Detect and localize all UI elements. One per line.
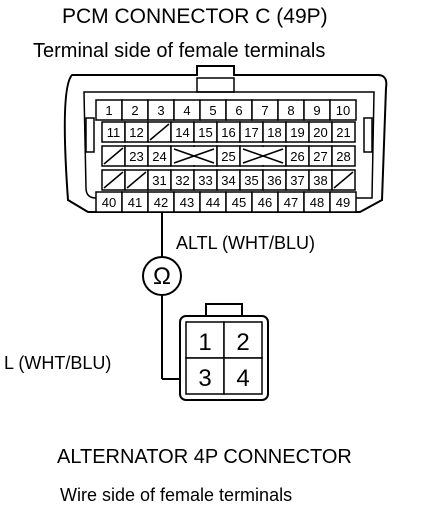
pcm-terminal-label: 37	[290, 173, 304, 188]
pcm-connector-latch	[196, 77, 235, 93]
alternator-connector-subtitle: Wire side of female terminals	[60, 485, 293, 505]
pcm-terminal-label: 46	[258, 195, 272, 210]
pcm-terminal-label: 24	[152, 149, 166, 164]
pcm-terminal-label: 18	[267, 125, 281, 140]
pcm-terminal-cell	[329, 99, 357, 121]
pcm-terminal-cell	[329, 191, 357, 213]
alternator-terminal-label: 4	[236, 365, 249, 392]
pcm-terminal-label: 7	[261, 103, 268, 118]
pcm-empty-slot-slash	[103, 171, 124, 189]
pcm-terminal-label: 40	[102, 195, 116, 210]
pcm-terminal-label: 48	[310, 195, 324, 210]
pcm-terminal-label: 38	[313, 173, 327, 188]
pcm-terminal-label: 49	[336, 195, 350, 210]
pcm-terminal-label: 25	[221, 149, 235, 164]
pcm-connector-side-lock-right	[363, 117, 373, 153]
pcm-blank-cross	[173, 148, 215, 164]
pcm-terminal-label: 35	[244, 173, 258, 188]
pcm-terminal-label: 31	[152, 173, 166, 188]
pcm-terminal-label: 17	[244, 125, 258, 140]
pcm-terminal-label: 36	[267, 173, 281, 188]
pcm-empty-slot-slash	[149, 123, 170, 141]
pcm-terminal-label: 15	[198, 125, 212, 140]
alternator-connector-title: ALTERNATOR 4P CONNECTOR	[57, 446, 352, 468]
pcm-terminal-label: 26	[290, 149, 304, 164]
alternator-terminal-cell	[185, 321, 225, 359]
pcm-terminal-label: 34	[221, 173, 235, 188]
pcm-terminal-label: 16	[221, 125, 235, 140]
ohm-icon: Ω	[153, 263, 171, 290]
pcm-terminal-label: 28	[336, 149, 350, 164]
pcm-terminal-label: 33	[198, 173, 212, 188]
pcm-blank-cross	[242, 148, 284, 164]
pcm-terminal-label: 47	[284, 195, 298, 210]
pcm-terminal-label: 10	[336, 103, 350, 118]
pcm-connector-title: PCM CONNECTOR C (49P)	[62, 5, 328, 28]
pcm-terminal-label: 43	[180, 195, 194, 210]
pcm-terminal-label: 44	[206, 195, 220, 210]
pcm-terminal-label: 21	[336, 125, 350, 140]
pcm-connector-subtitle: Terminal side of female terminals	[33, 40, 326, 62]
alternator-terminal-label: 1	[198, 329, 211, 356]
pcm-connector-housing	[63, 65, 388, 213]
pcm-terminal-cell	[331, 145, 356, 167]
pcm-terminal-label: 42	[154, 195, 168, 210]
alternator-terminal-label: 2	[236, 329, 249, 356]
pcm-terminal-label: 5	[209, 103, 216, 118]
pcm-terminal-label: 45	[232, 195, 246, 210]
pcm-terminal-label: 20	[313, 125, 327, 140]
pcm-terminal-label: 8	[287, 103, 294, 118]
alternator-terminal-cell	[223, 357, 263, 395]
pcm-terminal-label: 41	[128, 195, 142, 210]
pcm-terminal-cell	[331, 121, 356, 143]
pcm-terminal-label: 1	[105, 103, 112, 118]
wire-label-altl: ALTL (WHT/BLU)	[176, 233, 316, 253]
pcm-terminal-label: 2	[131, 103, 138, 118]
pcm-terminal-label: 27	[313, 149, 327, 164]
pcm-terminal-label: 32	[175, 173, 189, 188]
pcm-terminal-label: 3	[157, 103, 164, 118]
pcm-terminal-label: 9	[313, 103, 320, 118]
wire-label-l: L (WHT/BLU)	[4, 353, 112, 373]
pcm-terminal-label: 6	[235, 103, 242, 118]
pcm-empty-slot-slash	[126, 171, 147, 189]
alternator-terminal-label: 3	[198, 365, 211, 392]
pcm-terminal-label: 11	[107, 125, 121, 140]
pcm-terminal-label: 19	[290, 125, 304, 140]
pcm-terminal-label: 14	[175, 125, 189, 140]
pcm-empty-slot-slash	[333, 171, 354, 189]
pcm-terminal-label: 12	[129, 125, 143, 140]
pcm-empty-slot-slash	[103, 147, 124, 165]
alternator-terminal-cell	[223, 321, 263, 359]
pcm-terminal-label: 23	[129, 149, 143, 164]
alternator-terminal-cell	[185, 357, 225, 395]
pcm-connector-side-lock-left	[85, 117, 95, 153]
pcm-terminal-label: 4	[183, 103, 190, 118]
